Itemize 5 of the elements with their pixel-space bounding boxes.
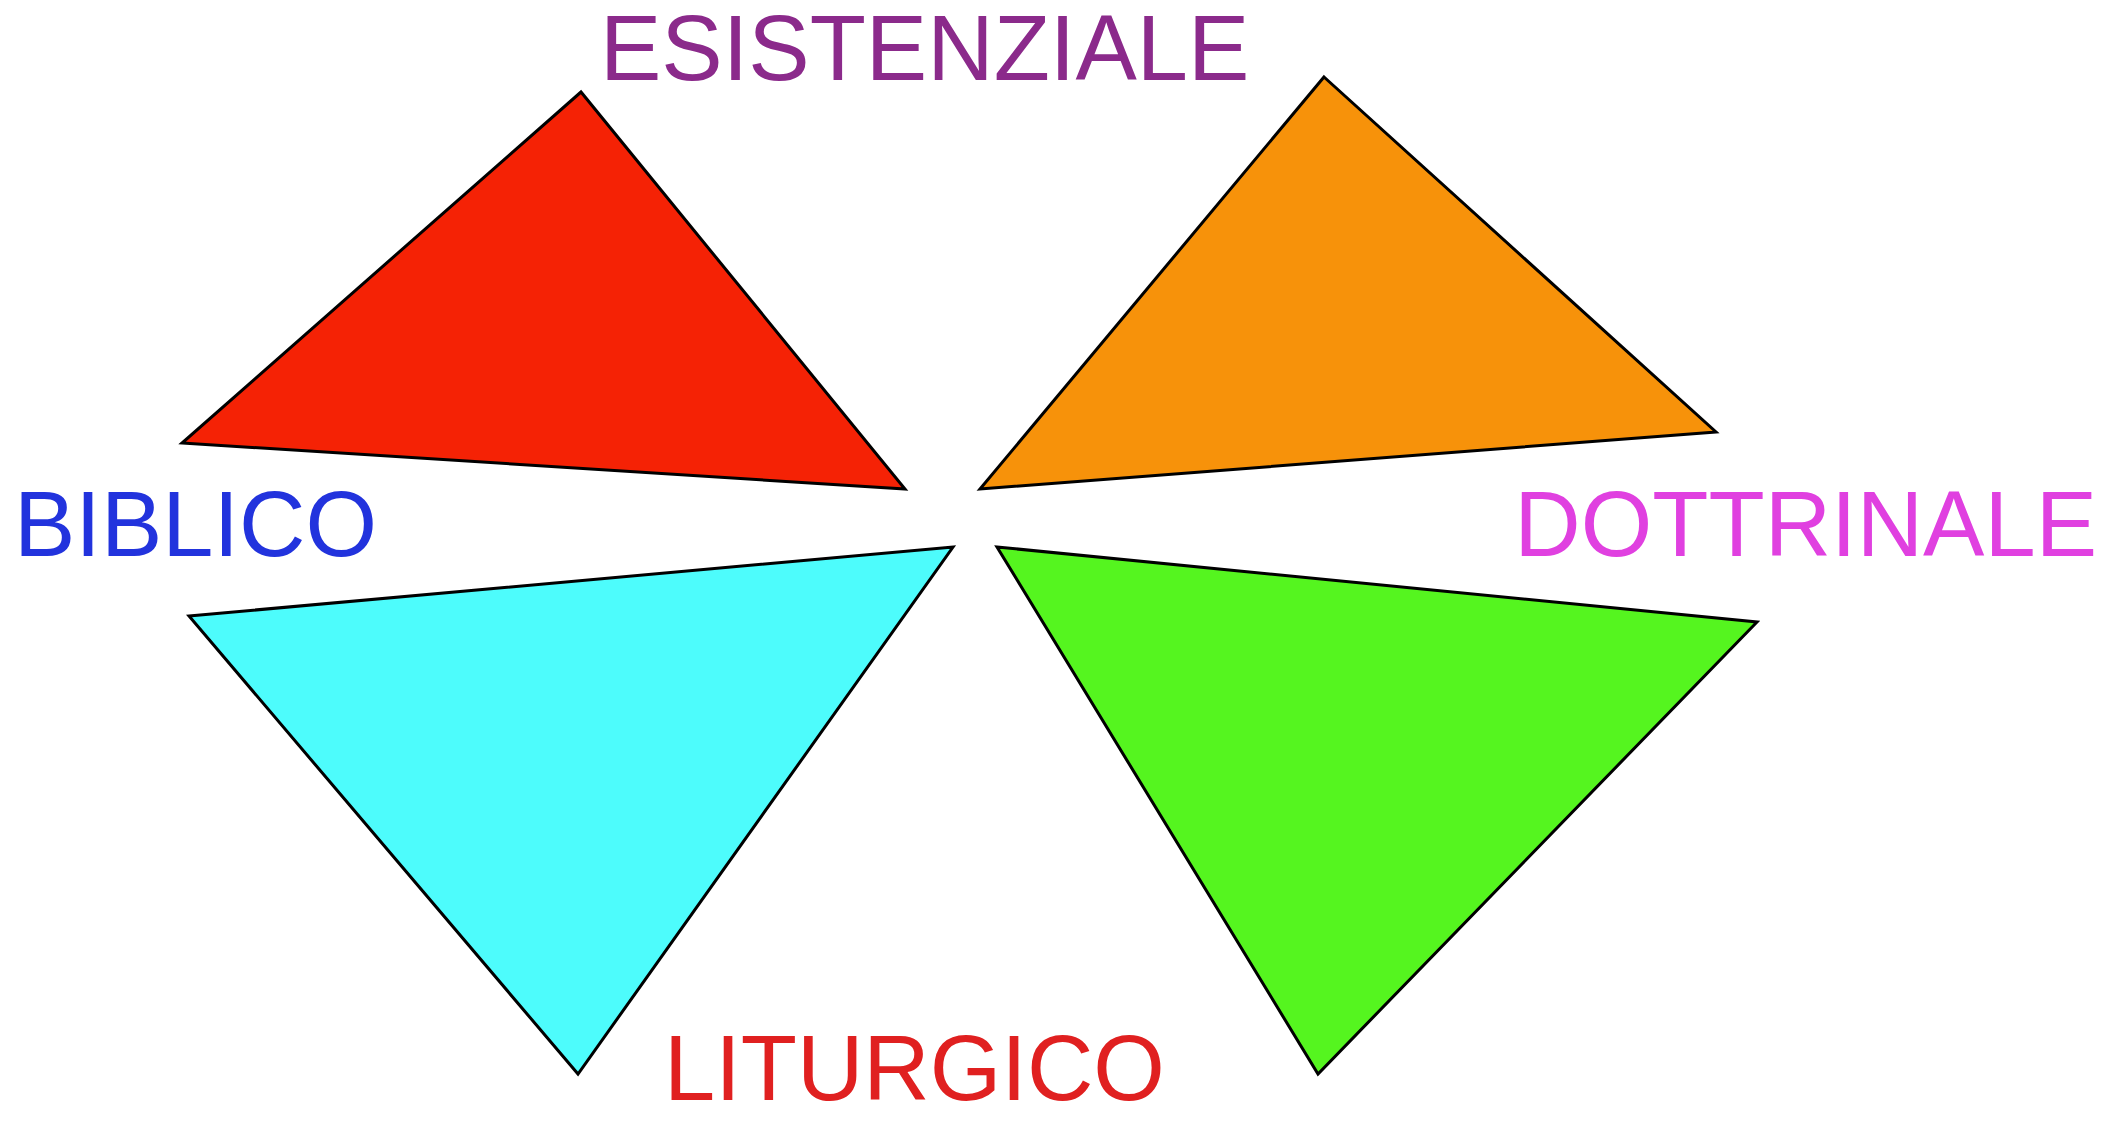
- category-label: LITURGICO: [664, 1022, 1165, 1114]
- category-label: BIBLICO: [14, 478, 377, 570]
- triangle: [178, 89, 909, 491]
- category-label: DOTTRINALE: [1514, 478, 2097, 570]
- category-label: ESISTENZIALE: [600, 2, 1250, 94]
